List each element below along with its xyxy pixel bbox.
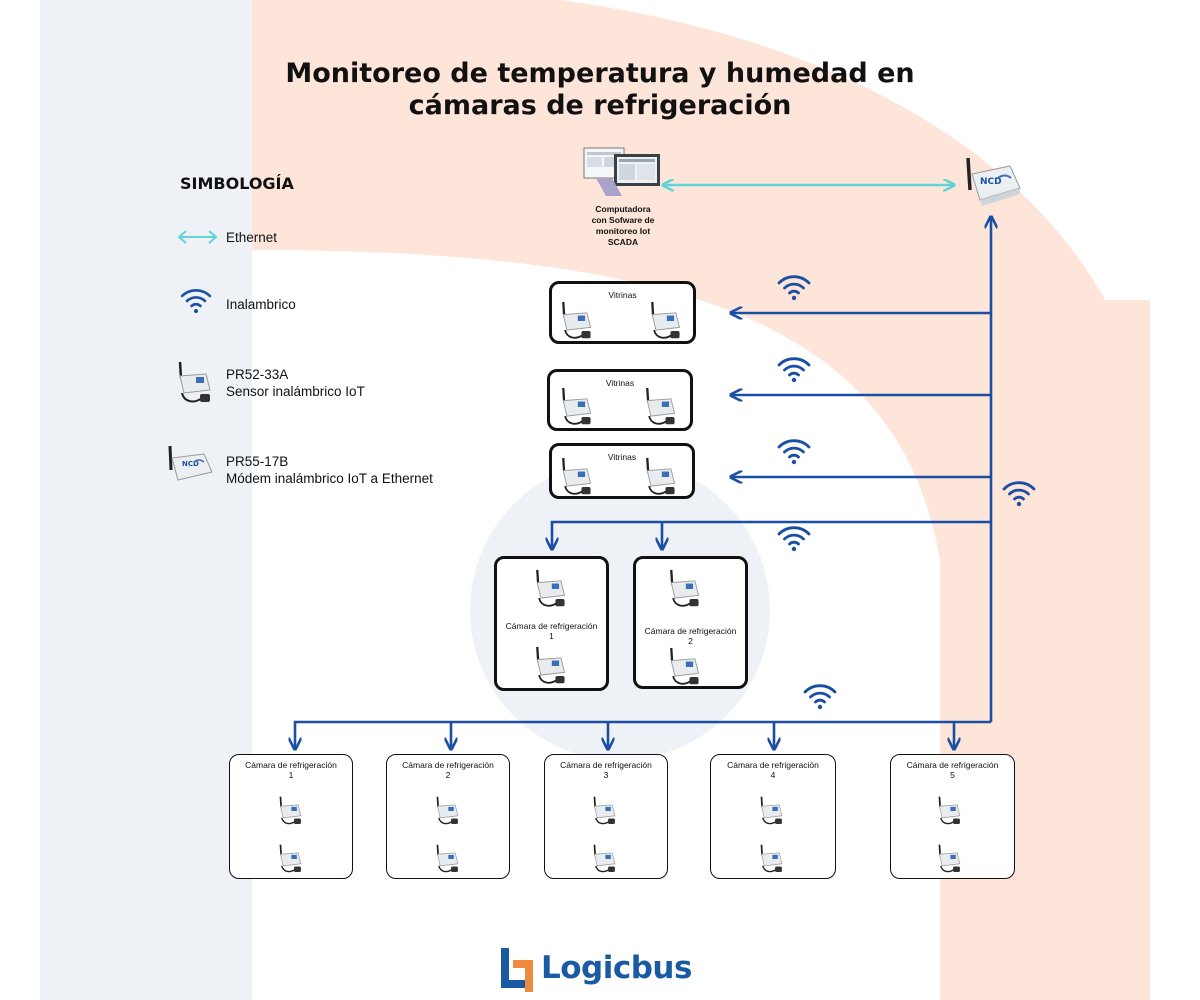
chamber-name: Cámara de refrigeración [560,760,652,770]
chamber-number: 5 [950,770,955,780]
legend-sensor-desc: Sensor inalámbrico IoT [226,384,365,399]
middle-chamber-2: Cámara de refrigeración 2 [633,556,748,689]
modem-icon: NCD [168,445,213,481]
legend-modem-desc: Módem inalámbrico IoT a Ethernet [226,471,433,486]
computer-monitor-icon [583,147,660,196]
sensor-icon [934,795,964,832]
chamber-name: Cámara de refrigeración [245,760,337,770]
chamber-number: 1 [549,631,554,641]
ethernet-arrow-icon [177,230,218,244]
legend-wireless-label: Inalambrico [226,297,296,312]
sensor-icon [275,795,305,832]
chamber-number: 2 [445,770,451,780]
sensor-icon [178,361,211,403]
background-grey-bar-left [40,0,252,1000]
sensor-icon [432,843,462,880]
chamber-label: Cámara de refrigeración 2 [636,626,745,646]
sensor-icon [664,646,704,693]
wireless-icon [777,357,811,383]
wireless-icon [777,526,811,552]
chamber-label: Cámara de refrigeración 5 [891,760,1014,780]
sensor-icon [530,645,570,692]
vitrina-label: Vitrinas [608,290,637,300]
chamber-name: Cámara de refrigeración [402,760,494,770]
wireless-icon [777,275,811,301]
sensor-icon [589,795,619,832]
vitrina-box-1: Vitrinas [549,281,696,344]
chamber-label: Cámara de refrigeración 2 [387,760,509,780]
vitrina-label: Vitrinas [605,378,635,388]
page-title: Monitoreo de temperatura y humedad en cá… [0,58,1200,122]
vitrina-label: Vitrinas [607,452,637,462]
sensor-icon [556,386,596,433]
legend-ethernet-label: Ethernet [226,230,278,245]
sensor-icon [645,300,685,347]
sensor-icon [556,456,596,503]
gateway-modem-icon: NCD [966,157,1021,206]
chamber-name: Cámara de refrigeración [906,760,999,770]
sensor-icon [756,843,786,880]
sensor-icon [432,795,462,832]
chamber-label: Cámara de refrigeración 1 [497,621,606,641]
svg-text:NCD: NCD [182,460,199,468]
chamber-name: Cámara de refrigeración [505,621,598,631]
title-line-2: cámaras de refrigeración [408,90,792,121]
sensor-icon [934,843,964,880]
legend-sensor-model: PR52-33A [226,367,289,382]
chamber-label: Cámara de refrigeración 1 [230,760,352,780]
chamber-number: 3 [603,770,609,780]
wireless-icon [1002,481,1036,507]
sensor-icon [640,456,680,503]
computer-label-line-1: Computadora [595,204,651,214]
logicbus-logo-icon [501,948,533,992]
computer-label-line-2: con Sofware de [591,215,655,225]
chamber-number: 2 [688,636,693,646]
svg-text:NCD: NCD [980,177,1002,187]
sensor-icon [556,300,596,347]
chamber-label: Cámara de refrigeración 3 [545,760,667,780]
chamber-number: 4 [770,770,776,780]
sensor-icon [530,568,570,615]
sensor-icon [589,843,619,880]
legend-heading: SIMBOLOGÍA [180,174,294,193]
sensor-icon [756,795,786,832]
sensor-icon [640,386,680,433]
chamber-name: Cámara de refrigeración [727,760,819,770]
computer-label-line-4: SCADA [607,237,639,247]
wireless-icon [777,439,811,465]
wireless-icon [180,289,212,313]
chamber-label: Cámara de refrigeración 4 [711,760,835,780]
middle-chamber-1: Cámara de refrigeración 1 [494,556,609,691]
sensor-icon [275,843,305,880]
computer-label: Computadora con Sofware de monitoreo Iot… [576,204,670,248]
brand-name: Logicbus [541,950,692,986]
computer-label-line-3: monitoreo Iot [595,226,651,236]
chamber-name: Cámara de refrigeración [644,626,737,636]
sensor-icon [664,568,704,615]
legend-modem-model: PR55-17B [226,454,289,469]
chamber-number: 1 [288,770,294,780]
title-line-1: Monitoreo de temperatura y humedad en [285,58,915,89]
wireless-icon [803,684,837,710]
